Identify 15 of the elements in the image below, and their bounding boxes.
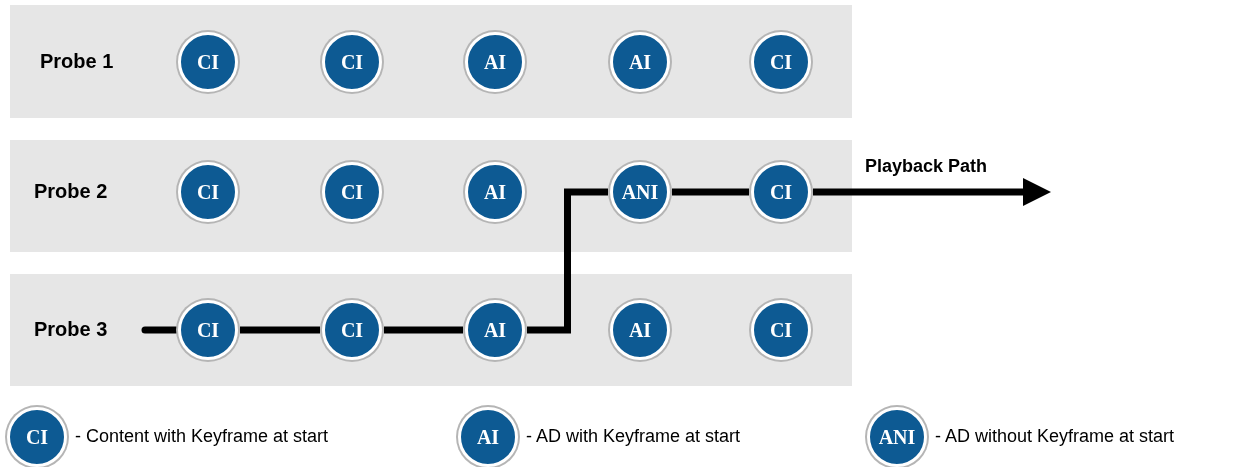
probe-band: [10, 140, 852, 252]
arrow: [813, 178, 1051, 206]
path-line: [240, 326, 320, 334]
legend-description: - AD with Keyframe at start: [526, 427, 741, 445]
probe-band: [10, 274, 852, 386]
probe-label: Probe 2: [34, 181, 108, 201]
legend-description: - Content with Keyframe at start: [75, 427, 329, 445]
path-line: [672, 188, 749, 196]
probe-label: Probe 3: [34, 319, 108, 339]
path-line: [527, 188, 608, 334]
edge-label: Playback Path: [865, 157, 988, 175]
legend-description: - AD without Keyframe at start: [935, 427, 1175, 445]
path-line: [384, 326, 463, 334]
probe-label: Probe 1: [40, 51, 114, 71]
probe-band: [10, 5, 852, 118]
